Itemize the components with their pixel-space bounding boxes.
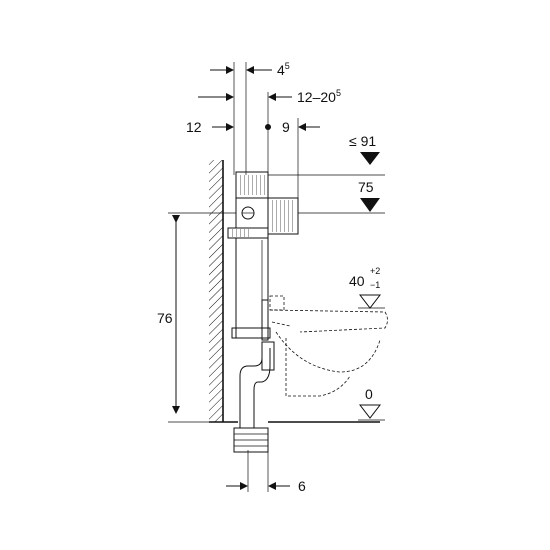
level-40-plus-tolerance: +2 <box>370 266 380 276</box>
reference-lines <box>233 62 299 492</box>
installation-frame <box>227 171 299 341</box>
drain-pipe <box>233 341 275 453</box>
dim-12-label: 12 <box>186 119 202 135</box>
level-markers <box>358 152 385 421</box>
level-lines <box>268 174 385 214</box>
dim-76-label: 76 <box>157 310 173 326</box>
dimension-labels: 45 12–205 12 9 76 6 ≤ 91 75 40 +2 −1 0 <box>157 61 380 494</box>
level-40-minus-tolerance: −1 <box>370 280 380 290</box>
dimension-arrows <box>198 66 320 490</box>
wall <box>209 160 224 422</box>
dim-12-20-label: 12–205 <box>297 88 341 105</box>
height-dimension-76 <box>168 212 236 423</box>
level-91-label: ≤ 91 <box>349 133 376 149</box>
level-75-label: 75 <box>358 179 374 195</box>
wc-bowl-dashed <box>269 295 388 397</box>
dim-4-label: 45 <box>277 61 290 78</box>
level-40-label: 40 <box>349 273 365 289</box>
dim-9-label: 9 <box>282 119 290 135</box>
dim-6-label: 6 <box>298 478 306 494</box>
level-0-label: 0 <box>365 386 373 402</box>
